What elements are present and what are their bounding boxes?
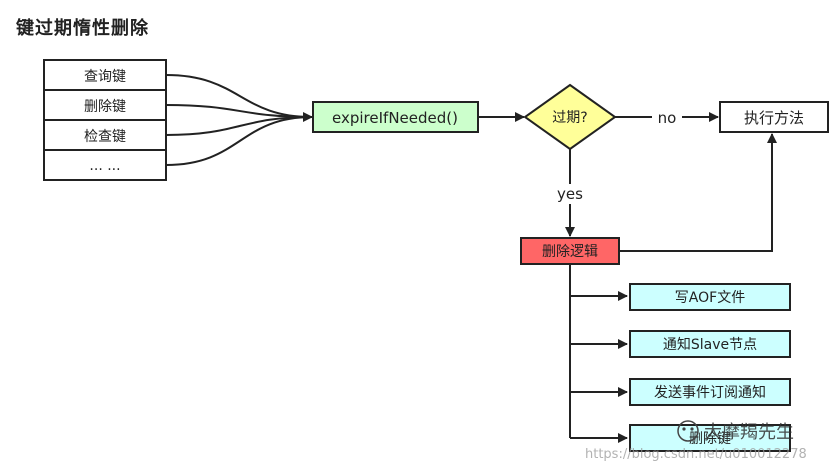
input-label-more: ... ... [89, 158, 120, 174]
watermark-url: https://blog.csdn.net/u010012278 [585, 447, 807, 462]
decision-label: 过期? [552, 110, 587, 126]
edge-yes-bg [552, 184, 588, 204]
action-label-slave: 通知Slave节点 [663, 336, 757, 353]
action-box-aof [629, 283, 791, 311]
delete-logic-label: 删除逻辑 [542, 244, 598, 260]
input-connectors [165, 74, 313, 166]
connector-check [165, 116, 313, 136]
action-label-aof: 写AOF文件 [675, 290, 745, 306]
action-box-event [629, 378, 791, 406]
wechat-icon-eye-left [682, 427, 686, 431]
connector-query [165, 74, 313, 118]
input-label-check: 检查键 [84, 129, 126, 145]
action-box-slave [629, 330, 791, 358]
connector-delete [165, 104, 313, 118]
execute-node [719, 101, 829, 133]
edge-no-bg [652, 108, 682, 126]
arrow-return-execute [619, 133, 777, 252]
watermark-brand: 大摩羯先生 [704, 422, 794, 443]
action-box-delete [629, 424, 791, 452]
action-label-event: 发送事件订阅通知 [654, 384, 766, 401]
input-stack: 查询键 删除键 检查键 ... ... [43, 59, 167, 181]
wechat-icon-eye-right [690, 427, 694, 431]
page-title: 键过期惰性删除 [16, 18, 149, 39]
execute-node-label: 执行方法 [744, 109, 804, 127]
watermark: 大摩羯先生 https://blog.csdn.net/u010012278 [585, 420, 807, 462]
expire-node-label: expireIfNeeded() [332, 109, 458, 127]
input-label-delete: 删除键 [84, 99, 126, 115]
wechat-icon [677, 420, 699, 442]
edge-no-label: no [658, 109, 677, 127]
edge-yes-label: yes [557, 185, 583, 203]
expire-node [312, 101, 479, 133]
connector-more [165, 112, 313, 166]
action-label-delete: 删除键 [689, 431, 731, 447]
input-label-query: 查询键 [84, 69, 126, 85]
